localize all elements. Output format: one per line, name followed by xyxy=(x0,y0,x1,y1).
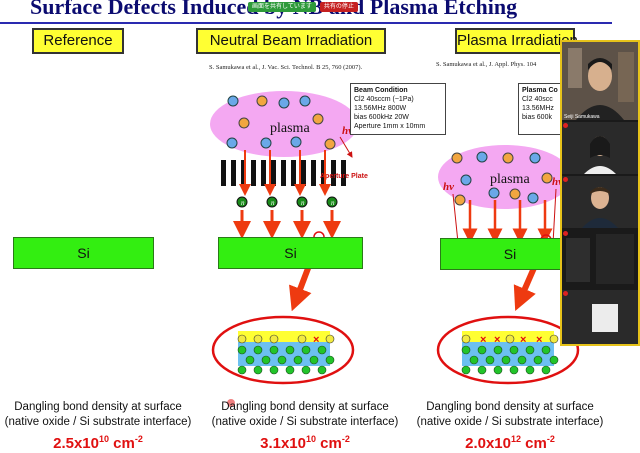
caption-pl: Dangling bond density at surface (native… xyxy=(412,400,608,430)
beam-condition-line: Aperture 1mm x 10mm xyxy=(354,123,426,130)
neutral-arrows-nb xyxy=(233,210,341,239)
caption-nb: Dangling bond density at surface (native… xyxy=(207,400,403,430)
si-substrate-reference: Si xyxy=(13,237,154,269)
participant-tile[interactable] xyxy=(562,230,638,288)
participant-video xyxy=(562,42,638,120)
defect-mark-pl-3: × xyxy=(520,334,526,346)
plasma-condition-title: Plasma Co xyxy=(522,87,558,94)
defect-mark-pl-1: × xyxy=(480,334,486,346)
caption-line: (native oxide / Si substrate interface) xyxy=(4,416,192,428)
participant-video xyxy=(562,122,638,174)
caption-line: Dangling bond density at surface xyxy=(14,401,182,413)
value-unit: cm xyxy=(109,435,135,452)
beam-condition-title: Beam Condition xyxy=(354,87,408,94)
hv-label-pl-left: hv xyxy=(443,181,454,193)
value-unit: cm xyxy=(521,435,547,452)
caption-line: Dangling bond density at surface xyxy=(426,401,594,413)
mic-muted-icon xyxy=(563,123,568,128)
beam-condition-line: bias 600kHz 20W xyxy=(354,114,409,121)
plasma-condition-box: Plasma Co Cl2 40scc 13.56MHz bias 600k xyxy=(518,83,562,135)
value-mantissa: 3.1x10 xyxy=(260,435,306,452)
lattice-nb-top xyxy=(237,334,335,344)
beam-condition-line: Cl2 40sccm (~1Pa) xyxy=(354,96,414,103)
label-reference: Reference xyxy=(32,28,124,54)
stop-share-button[interactable]: 共有の停止 xyxy=(319,2,358,12)
plasma-label-nb: plasma xyxy=(270,121,310,136)
participant-video xyxy=(562,290,638,344)
mic-muted-icon xyxy=(563,231,568,236)
caption-line: (native oxide / Si substrate interface) xyxy=(211,416,399,428)
value-exponent: 10 xyxy=(306,434,317,444)
lattice-nb-atoms xyxy=(237,345,335,375)
value-unit-exponent: -2 xyxy=(341,434,350,444)
value-exponent: 12 xyxy=(511,434,522,444)
hv-label-pl-right: hv xyxy=(552,176,563,188)
ions-pl xyxy=(451,151,553,206)
value-mantissa: 2.5x10 xyxy=(53,435,99,452)
defect-mark-pl-2: × xyxy=(494,334,500,346)
si-substrate-nb: Si xyxy=(218,237,363,269)
caption-line: Dangling bond density at surface xyxy=(221,401,389,413)
neutral-label-2: n xyxy=(271,199,275,207)
value-exponent: 10 xyxy=(99,434,110,444)
ions-nb xyxy=(226,95,336,150)
participant-tile[interactable] xyxy=(562,290,638,344)
defect-mark-pl-4: × xyxy=(536,334,542,346)
ion-paths-nb xyxy=(239,150,331,196)
plasma-label-pl: plasma xyxy=(490,172,530,187)
beam-condition-line: 13.56MHz 800W xyxy=(354,105,407,112)
plasma-condition-line: bias 600k xyxy=(522,114,552,121)
hv-label-nb: hv xyxy=(342,125,353,137)
caption-reference: Dangling bond density at surface (native… xyxy=(0,400,196,430)
screen-share-bar: 画面を共有しています 共有の停止 xyxy=(248,2,358,12)
caption-line: (native oxide / Si substrate interface) xyxy=(416,416,604,428)
participant-video xyxy=(562,176,638,228)
participant-name: Seiji Samukawa xyxy=(564,114,600,120)
title-divider xyxy=(0,22,612,24)
label-neutral-beam: Neutral Beam Irradiation xyxy=(196,28,386,54)
plasma-cloud-nb xyxy=(210,91,358,157)
neutrals-nb xyxy=(236,196,338,208)
mic-muted-icon xyxy=(563,291,568,296)
pointer-dot xyxy=(227,399,235,407)
participant-tile[interactable]: Seiji Samukawa xyxy=(562,42,638,120)
citation-pl: S. Samukawa et al., J. Appl. Phys. 104 xyxy=(436,61,537,68)
citation-nb: S. Samukawa et al., J. Vac. Sci. Technol… xyxy=(209,64,363,71)
value-unit-exponent: -2 xyxy=(546,434,555,444)
value-unit: cm xyxy=(316,435,342,452)
neutral-label-4: n xyxy=(331,199,335,207)
aperture-plate-label: Aperture Plate xyxy=(320,173,368,180)
plasma-condition-line: Cl2 40scc xyxy=(522,96,553,103)
si-substrate-pl: Si xyxy=(440,238,580,270)
value-mantissa: 2.0x10 xyxy=(465,435,511,452)
value-pl: 2.0x1012 cm-2 xyxy=(412,430,608,453)
lattice-pl-top xyxy=(461,334,559,344)
sharing-indicator[interactable]: 画面を共有しています xyxy=(248,2,316,12)
participant-tile[interactable] xyxy=(562,122,638,174)
neutral-label-3: n xyxy=(301,199,305,207)
beam-condition-box: Beam Condition Cl2 40sccm (~1Pa) 13.56MH… xyxy=(350,83,446,135)
participant-panel[interactable]: Seiji Samukawa xyxy=(560,40,640,346)
label-plasma: Plasma Irradiation xyxy=(455,28,578,54)
neutral-label-1: n xyxy=(241,199,245,207)
aperture-plate xyxy=(221,160,346,186)
participant-tile[interactable] xyxy=(562,176,638,228)
plasma-condition-line: 13.56MHz xyxy=(522,105,554,112)
lattice-pl-atoms xyxy=(461,345,559,375)
mic-muted-icon xyxy=(563,177,568,182)
ion-arrows-pl xyxy=(462,200,553,244)
defect-mark-nb: × xyxy=(313,334,319,346)
value-nb: 3.1x1010 cm-2 xyxy=(207,430,403,453)
value-unit-exponent: -2 xyxy=(134,434,143,444)
value-reference: 2.5x1010 cm-2 xyxy=(0,430,196,453)
participant-video xyxy=(562,230,638,288)
